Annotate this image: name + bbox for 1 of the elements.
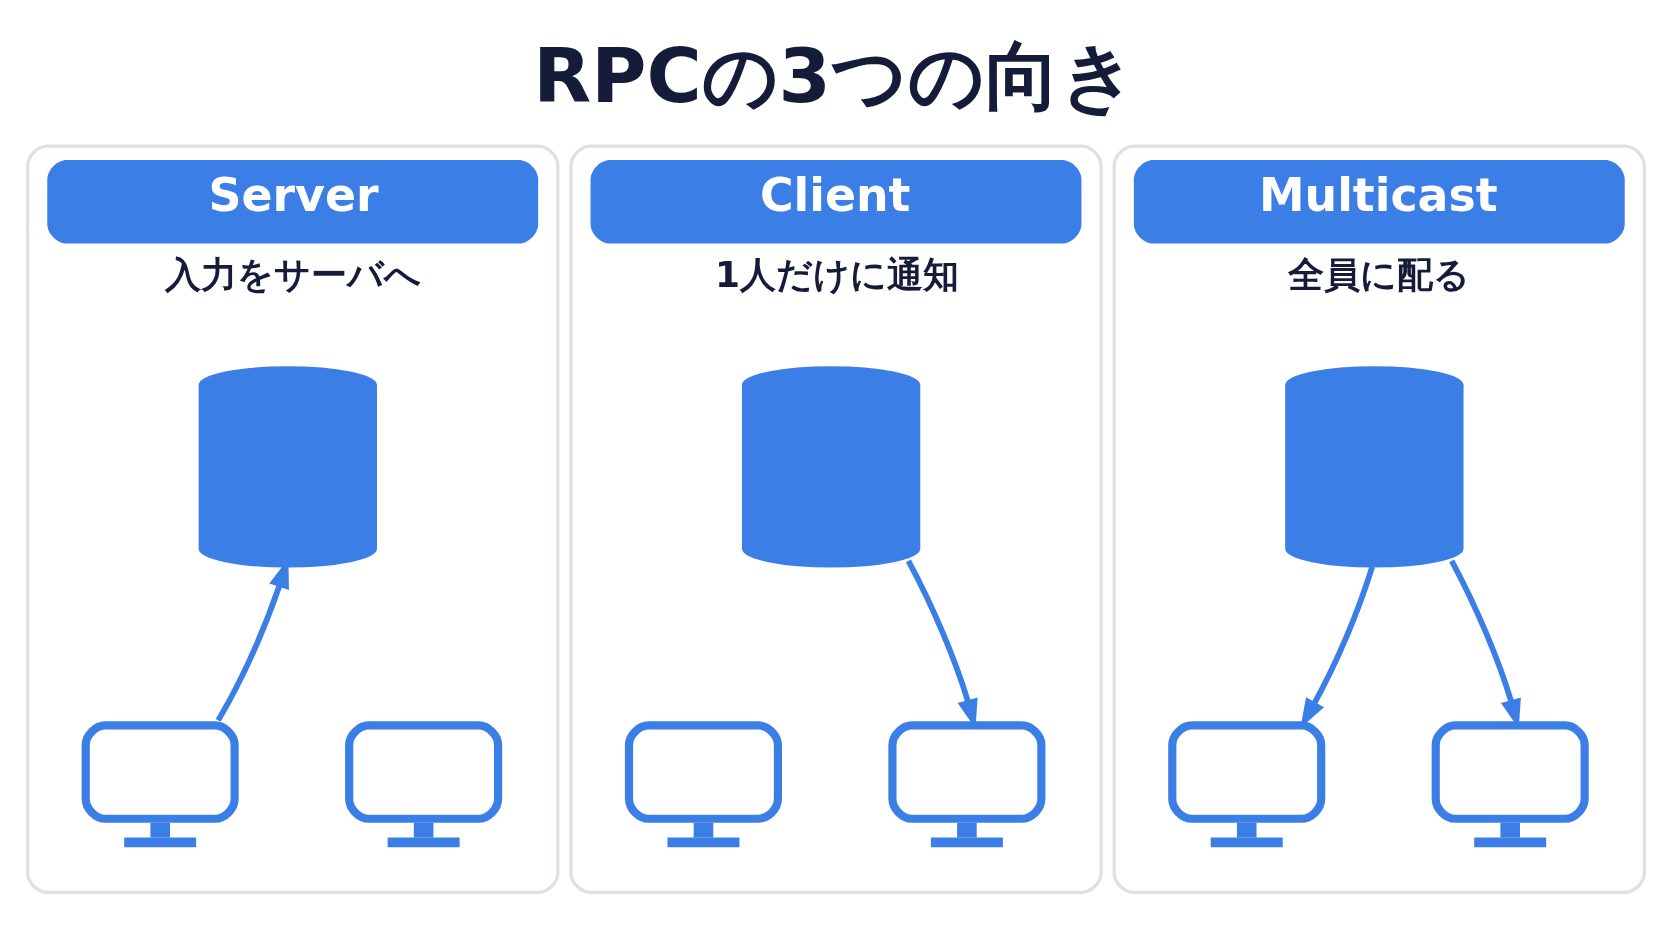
- diagram-title: RPCの3つの向き: [533, 31, 1138, 120]
